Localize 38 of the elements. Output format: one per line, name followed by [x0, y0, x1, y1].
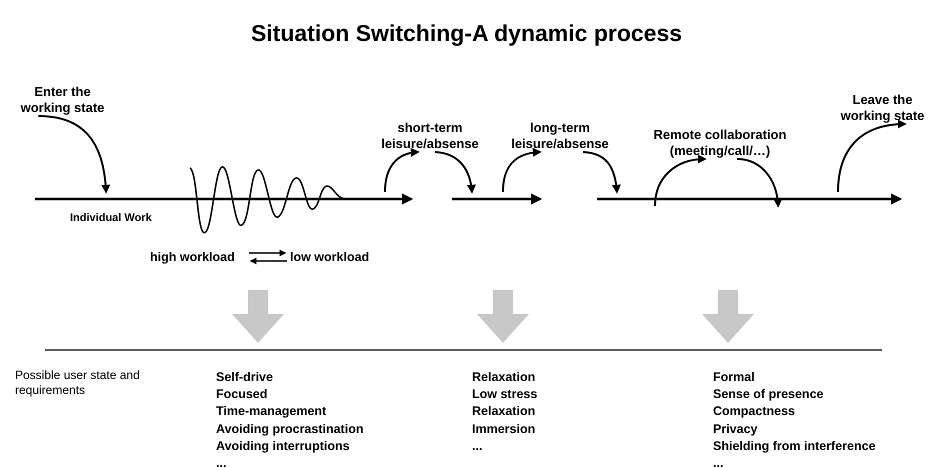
timeline-arrow	[452, 192, 544, 206]
requirement-item: Avoiding procrastination	[216, 422, 364, 436]
row-label: Possible user state and requirements	[15, 368, 140, 398]
requirement-item: ...	[216, 456, 226, 468]
requirement-item: Privacy	[713, 422, 758, 436]
curved-arrow	[384, 148, 420, 192]
state-label: short-term leisure/absense	[380, 120, 480, 152]
lane-label: Individual Work	[70, 212, 152, 224]
state-label: high workload	[150, 250, 235, 264]
curved-arrow	[736, 158, 782, 208]
state-label: Remote collaboration (meeting/call/…)	[640, 127, 800, 159]
requirement-item: Low stress	[472, 387, 538, 402]
curved-arrow	[654, 154, 707, 206]
requirement-item: ...	[713, 456, 724, 468]
requirement-item: Self-drive	[216, 370, 273, 384]
curved-arrow	[502, 148, 542, 192]
state-label: long-term leisure/absense	[510, 120, 610, 152]
curved-arrow	[837, 120, 907, 192]
requirement-item: Focused	[216, 387, 268, 402]
requirement-item: Immersion	[472, 422, 536, 436]
curved-arrow	[434, 151, 476, 194]
state-label: low workload	[290, 250, 370, 264]
diagram-title: Situation Switching-A dynamic process	[250, 20, 684, 47]
requirement-item: Formal	[713, 370, 755, 384]
requirement-item: ...	[472, 438, 482, 453]
requirement-item: Time-management	[216, 404, 326, 418]
requirement-item: Compactness	[713, 404, 795, 418]
curved-arrow	[582, 151, 621, 194]
curved-arrow	[38, 115, 110, 194]
state-label: Leave the working state	[840, 92, 925, 124]
requirement-item: Sense of presence	[713, 387, 824, 402]
requirement-item: Shielding from interference	[713, 438, 876, 453]
requirement-item: Relaxation	[472, 370, 536, 384]
requirement-item: Relaxation	[472, 404, 536, 418]
state-label: Enter the working state	[10, 84, 115, 116]
timeline-arrow	[597, 192, 904, 206]
requirement-item: Avoiding interruptions	[216, 438, 350, 453]
timeline-arrow	[35, 192, 415, 206]
